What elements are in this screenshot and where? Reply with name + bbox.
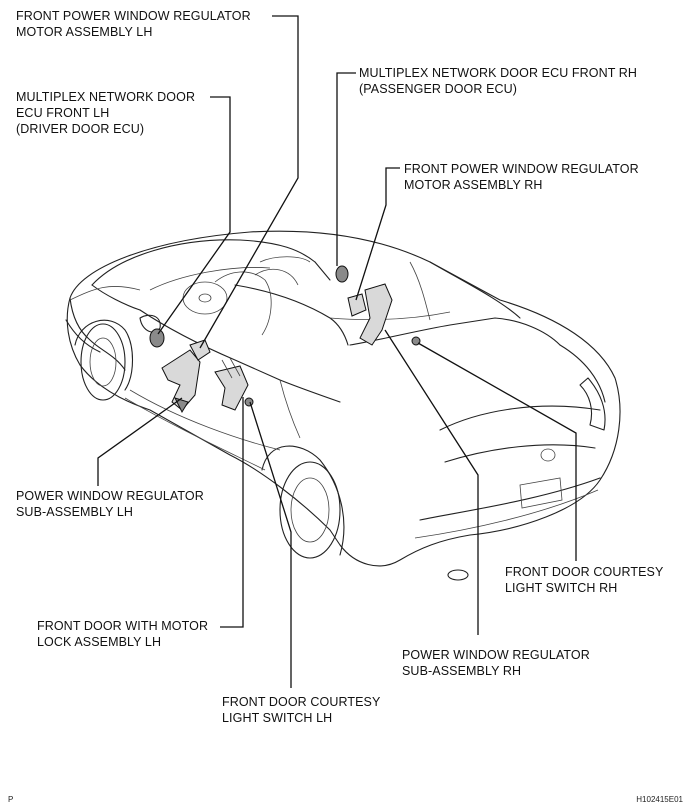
leader-motor-rh <box>355 167 400 301</box>
label-regulator-rh-line2: SUB-ASSEMBLY RH <box>402 664 522 678</box>
label-courtesy-lh-line2: LIGHT SWITCH LH <box>222 711 333 725</box>
label-ecu-lh-line3: (DRIVER DOOR ECU) <box>16 122 145 136</box>
courtesy-lh-part <box>244 397 254 407</box>
label-lock-lh: FRONT DOOR WITH MOTOR LOCK ASSEMBLY LH <box>37 618 208 650</box>
leader-regulator-rh <box>384 329 479 635</box>
component-parts <box>149 265 421 414</box>
label-ecu-lh: MULTIPLEX NETWORK DOOR ECU FRONT LH (DRI… <box>16 89 195 137</box>
corner-mark: P <box>8 795 14 804</box>
label-motor-rh-line2: MOTOR ASSEMBLY RH <box>404 178 543 192</box>
label-motor-lh-line2: MOTOR ASSEMBLY LH <box>16 25 153 39</box>
leader-courtesy-lh <box>249 401 292 688</box>
ecu-rh-part <box>335 265 349 283</box>
label-courtesy-rh: FRONT DOOR COURTESY LIGHT SWITCH RH <box>505 564 663 596</box>
label-regulator-rh-line1: POWER WINDOW REGULATOR <box>402 648 590 662</box>
label-courtesy-lh: FRONT DOOR COURTESY LIGHT SWITCH LH <box>222 694 380 726</box>
leader-regulator-lh <box>97 397 183 486</box>
label-motor-rh: FRONT POWER WINDOW REGULATOR MOTOR ASSEM… <box>404 161 639 193</box>
label-ecu-rh: MULTIPLEX NETWORK DOOR ECU FRONT RH (PAS… <box>359 65 637 97</box>
car-body <box>65 230 621 581</box>
label-motor-rh-line1: FRONT POWER WINDOW REGULATOR <box>404 162 639 176</box>
figure-code: H102415E01 <box>636 795 683 804</box>
leader-lines <box>97 15 577 688</box>
label-regulator-lh: POWER WINDOW REGULATOR SUB-ASSEMBLY LH <box>16 488 204 520</box>
label-ecu-lh-line2: ECU FRONT LH <box>16 106 110 120</box>
label-courtesy-lh-line1: FRONT DOOR COURTESY <box>222 695 381 709</box>
label-lock-lh-line2: LOCK ASSEMBLY LH <box>37 635 162 649</box>
label-regulator-lh-line2: SUB-ASSEMBLY LH <box>16 505 134 519</box>
leader-motor-lh <box>199 15 299 349</box>
label-motor-lh: FRONT POWER WINDOW REGULATOR MOTOR ASSEM… <box>16 8 251 40</box>
leader-courtesy-rh <box>417 342 577 561</box>
regulator-rh-part <box>359 283 393 346</box>
label-courtesy-rh-line2: LIGHT SWITCH RH <box>505 581 618 595</box>
label-regulator-rh: POWER WINDOW REGULATOR SUB-ASSEMBLY RH <box>402 647 590 679</box>
leader-lock-lh <box>220 397 244 628</box>
ecu-lh-part <box>149 328 165 348</box>
leader-ecu-rh <box>336 72 356 266</box>
lock-lh-part <box>214 365 249 411</box>
label-motor-lh-line1: FRONT POWER WINDOW REGULATOR <box>16 9 251 23</box>
label-ecu-rh-line1: MULTIPLEX NETWORK DOOR ECU FRONT RH <box>359 66 638 80</box>
label-ecu-rh-line2: (PASSENGER DOOR ECU) <box>359 82 518 96</box>
label-ecu-lh-line1: MULTIPLEX NETWORK DOOR <box>16 90 196 104</box>
label-courtesy-rh-line1: FRONT DOOR COURTESY <box>505 565 664 579</box>
label-lock-lh-line1: FRONT DOOR WITH MOTOR <box>37 619 209 633</box>
leader-ecu-lh <box>157 96 231 335</box>
motor-lh-part <box>189 339 211 361</box>
label-regulator-lh-line1: POWER WINDOW REGULATOR <box>16 489 204 503</box>
